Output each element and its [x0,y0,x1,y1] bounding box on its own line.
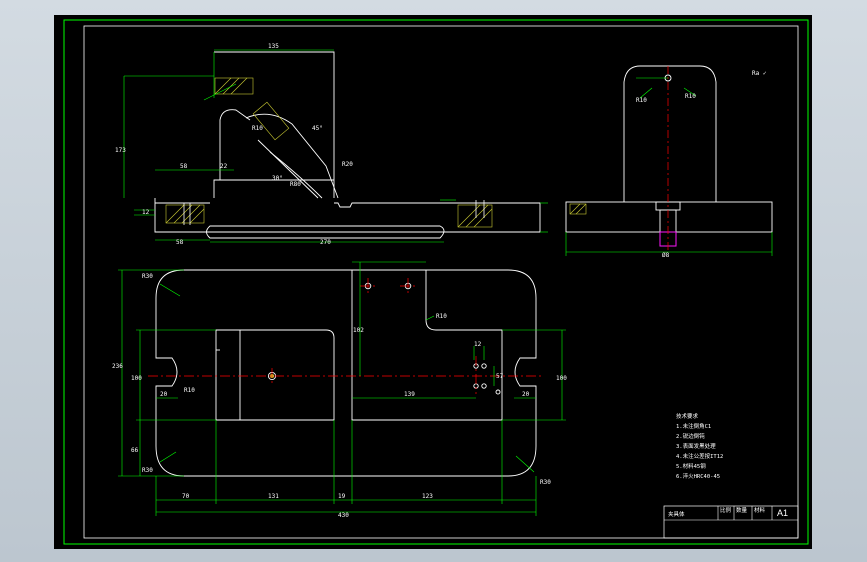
dim-100-right: 100 [556,375,567,382]
dim-overall-height: 236 [112,363,123,370]
notes-line-6: 6.淬火HRC40-45 [676,472,720,480]
dim-70: 70 [182,493,190,500]
notes-line-4: 4.未注公差按IT12 [676,452,723,460]
dim-r20: R20 [342,161,353,168]
dim-139: 139 [404,391,415,398]
front-view: 135 173 58 22 58 270 R10 R20 R80 45° 30°… [115,43,548,246]
top-view-dim-lines [118,261,566,516]
dim-20-left: 20 [160,391,168,398]
top-view: R30 R30 R30 R10 R10 236 100 100 66 102 1… [112,261,567,519]
outer-frame [63,19,809,545]
dim-12-left: 12 [142,209,150,216]
dim-angle-45: 45° [312,125,323,132]
dim-100-left: 100 [131,375,142,382]
dim-length-270: 270 [320,239,331,246]
dim-side-r10-left: R10 [636,97,647,104]
notes-line-2: 2.锐边倒钝 [676,432,705,440]
roughness-symbol: Ra ✓ [752,70,767,77]
dim-side-r10-right: R10 [685,93,696,100]
dim-r80: R80 [290,181,301,188]
dim-r10: R10 [252,125,263,132]
dim-r30-bottom: R30 [142,467,153,474]
dim-19: 19 [338,493,346,500]
top-view-centerlines [148,278,544,394]
notes-title: 技术要求 [676,412,699,420]
dim-58-lower: 58 [176,239,184,246]
dim-side-bottom: Ø8 [662,252,670,259]
title-cell-1: 比例 [720,506,732,514]
dim-height-left: 173 [115,147,126,154]
dim-r30-right: R30 [540,479,551,486]
notes-line-1: 1.未注倒角C1 [676,422,711,430]
dim-12: 12 [474,341,482,348]
front-view-hatch [165,77,493,228]
title-block: 夹具体 比例 数量 材料 A1 [663,505,799,539]
dim-angle-30: 30° [272,175,283,182]
title-sheet-size: A1 [777,508,788,518]
dim-66: 66 [131,447,139,454]
title-part-name: 夹具体 [668,510,685,518]
dim-22: 22 [220,163,228,170]
inner-frame [83,25,799,539]
drawing-sheet [54,15,812,549]
dim-131: 131 [268,493,279,500]
dim-r10-slot: R10 [184,387,195,394]
notes-line-5: 5.材料45钢 [676,462,706,470]
dim-overall-length: 430 [338,512,349,519]
dim-123: 123 [422,493,433,500]
dim-102: 102 [353,327,364,334]
dim-58-upper: 58 [180,163,188,170]
top-view-outline [155,269,537,477]
side-view: R10 R10 Ø8 [565,65,773,259]
dim-20-right: 20 [522,391,530,398]
dim-57: 57 [496,373,504,380]
dim-r30-top: R30 [142,273,153,280]
side-view-hatch [569,203,587,215]
technical-notes: 技术要求 1.未注倒角C1 2.锐边倒钝 3.表面发黑处理 4.未注公差按IT1… [676,412,723,480]
dim-top-width: 135 [268,43,279,50]
front-view-dim-lines [123,49,548,243]
front-view-holes [183,200,485,225]
title-cell-2: 数量 [736,506,748,514]
dim-r10-mid: R10 [436,313,447,320]
side-view-dim-lines [565,77,773,256]
notes-line-3: 3.表面发黑处理 [676,442,716,450]
title-cell-3: 材料 [754,506,766,514]
front-view-outline [154,51,541,239]
